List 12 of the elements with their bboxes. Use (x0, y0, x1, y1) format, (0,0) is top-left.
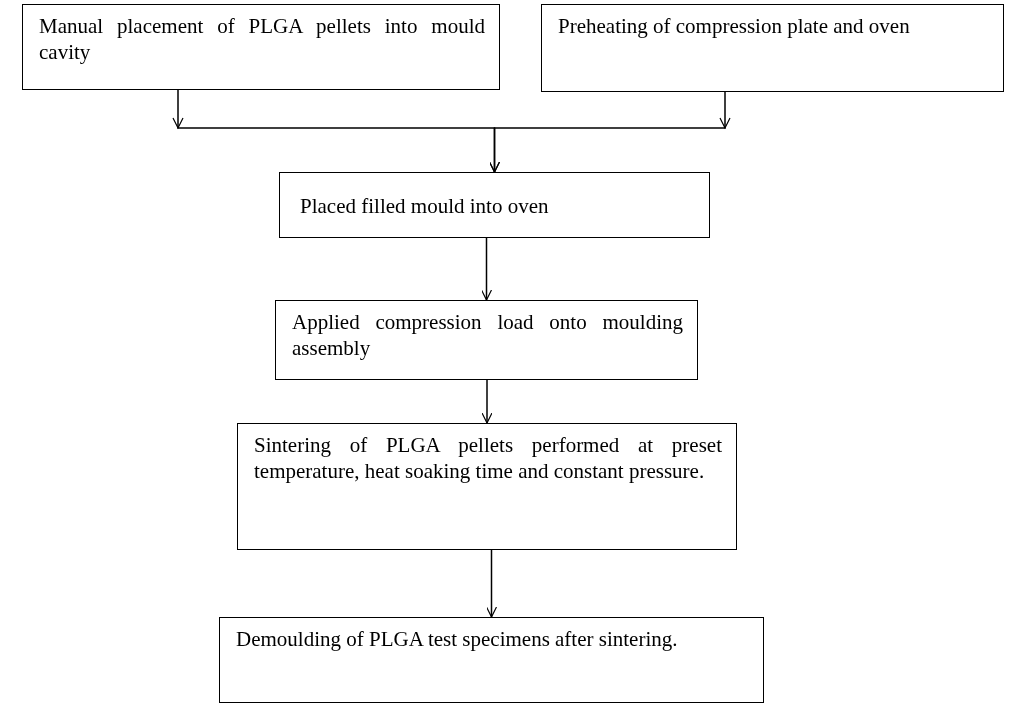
process-box (275, 300, 698, 380)
step-text: Manual placement of PLGA pellets into mould cavity (39, 13, 485, 65)
step-text: Applied compression load onto moulding assembly (292, 309, 683, 361)
process-box (237, 423, 737, 550)
process-box (541, 4, 1004, 92)
step-text: Placed filled mould into oven (300, 193, 550, 219)
step-text: Preheating of compression plate and oven (558, 13, 911, 39)
step-text: Demoulding of PLGA test specimens after sintering. (236, 626, 679, 652)
process-box (219, 617, 764, 703)
process-box (22, 4, 500, 90)
process-box (279, 172, 710, 238)
step-text: Sintering of PLGA pellets performed at preset temperature, heat soaking time and constant pressure. (254, 432, 722, 484)
